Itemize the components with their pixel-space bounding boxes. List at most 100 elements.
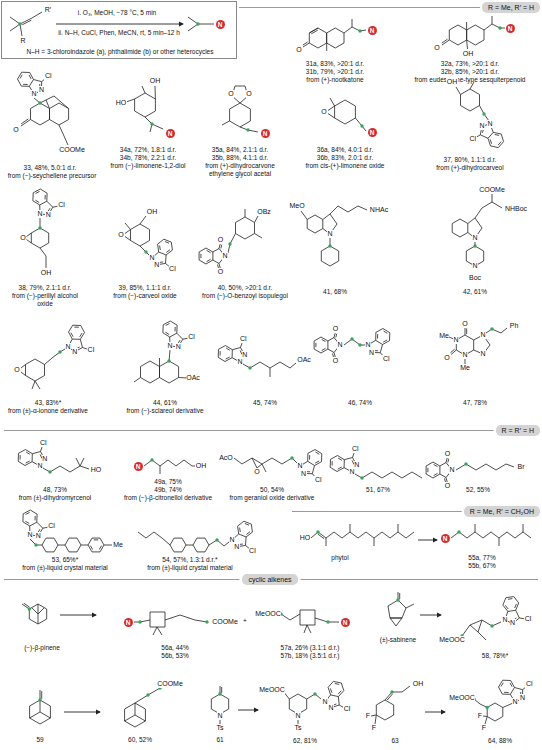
bond-line [221, 245, 222, 249]
atom-label: O [14, 366, 20, 374]
atom-label: HO [299, 534, 311, 542]
atom-label: Cl [169, 265, 177, 273]
bond-line [304, 625, 307, 633]
reactive-site-dot [228, 242, 231, 245]
bond-line [503, 597, 519, 612]
reactive-site-dot [196, 22, 199, 25]
bond-line [483, 328, 507, 335]
bond-line [246, 532, 250, 535]
atom-label: NHAc [369, 206, 388, 214]
section-heading: cyclic alkenes [248, 575, 291, 584]
bond-line [21, 372, 26, 376]
section-band: R = R′ = H [496, 425, 540, 436]
bond-line [510, 683, 512, 687]
atom-label: Ts [294, 724, 302, 732]
bond-line [21, 119, 28, 124]
bond-line [131, 224, 150, 246]
bond-line [332, 461, 333, 466]
compound-caption: from (−)-carveol oxide [113, 292, 176, 300]
atom-label: Cl [382, 355, 390, 363]
bond-line [200, 254, 201, 258]
bond-line [375, 715, 376, 724]
atom-label: N [72, 348, 78, 356]
bond-line [199, 248, 213, 264]
bond-line [448, 459, 449, 463]
bond-line [35, 381, 40, 389]
bond-line [376, 329, 390, 345]
bond-line [126, 99, 135, 102]
compound-caption: (−)-β-pinene [24, 644, 60, 652]
atom-label: Me [460, 364, 471, 372]
bond-line [18, 72, 34, 86]
compound-caption: 35a, 84%, 2.1:1 d.r. [212, 146, 268, 154]
bond-line [76, 458, 80, 466]
atom-label: N [27, 531, 33, 539]
atom-label: O [20, 234, 26, 242]
atom-label: F [477, 712, 482, 720]
atom-label: MeOOC [449, 694, 476, 702]
atom-label: F [481, 724, 486, 732]
bond-line [442, 39, 448, 43]
bond-line [330, 456, 344, 472]
compound-caption: from (−)-seychellene precursor [8, 172, 97, 180]
atom-label: Cl [469, 135, 477, 143]
compound-caption: from (±)-dihydromyrcenol [19, 494, 92, 502]
atom-label: N [337, 341, 343, 349]
atom-label: HO [90, 466, 102, 474]
bond-line [470, 82, 474, 89]
bond-line [26, 359, 45, 381]
atom-label: N [472, 262, 478, 270]
bond-line [81, 545, 88, 546]
bond-line [480, 106, 490, 122]
atom-label: N [175, 343, 181, 351]
atom-label: AcO [219, 454, 234, 462]
bond-line [501, 683, 503, 687]
atom-label: OH [149, 77, 161, 85]
compound-caption: 50, 54% [260, 486, 284, 494]
reactive-site-dot [38, 698, 41, 701]
bond-line [465, 328, 466, 336]
atom-label: N [327, 230, 333, 238]
bond-line [135, 93, 156, 117]
bond-line [483, 716, 487, 718]
compound-caption: 57b, 18% (3.5:1 d.r.) [281, 652, 340, 660]
atom-label: OH [412, 680, 424, 688]
section-rule [292, 511, 462, 512]
bond-line [209, 540, 229, 546]
reactive-site-dot [350, 337, 353, 340]
bond-line [523, 524, 524, 532]
bond-line [45, 195, 46, 200]
bond-line [309, 28, 326, 48]
bond-line [392, 686, 410, 692]
compound-caption: from (−)-limonene-1,2-diol [111, 162, 186, 170]
bond-line [238, 521, 253, 537]
atom-label: Cl [39, 439, 47, 447]
atom-label: N [38, 86, 44, 94]
compound-caption: 32a, 73%, >20:1 d.r. [441, 60, 499, 68]
atom-label: Cl [44, 72, 52, 80]
compound-caption: 60, 52% [128, 736, 152, 744]
section-band: cyclic alkenes [242, 574, 297, 585]
atom-label: N [35, 532, 41, 540]
atom-label: N [453, 336, 459, 344]
atom-label: O [321, 108, 327, 116]
bond-line [166, 250, 170, 253]
bond-line [31, 103, 50, 125]
bond-line [20, 455, 21, 460]
compound-caption: 54, 57%, 1.3:1 d.r.* [162, 556, 217, 564]
atom-label: N [369, 349, 375, 357]
heterocycle-symbol: N [166, 129, 175, 138]
reactive-site-dot [482, 112, 485, 115]
bond-line [442, 40, 449, 45]
atom-label: N [449, 466, 455, 474]
compound-caption: 45, 74% [253, 399, 277, 407]
atom-label: N [297, 462, 303, 470]
atom-label: O [246, 90, 252, 98]
bond-line [495, 134, 499, 136]
bond-line [505, 605, 508, 609]
bond-line [384, 331, 388, 333]
heterocycle-symbol: N [368, 26, 377, 35]
compound-caption: 44, 61% [153, 399, 177, 407]
bond-line [134, 378, 141, 383]
compound-caption: 48, 73% [43, 486, 67, 494]
